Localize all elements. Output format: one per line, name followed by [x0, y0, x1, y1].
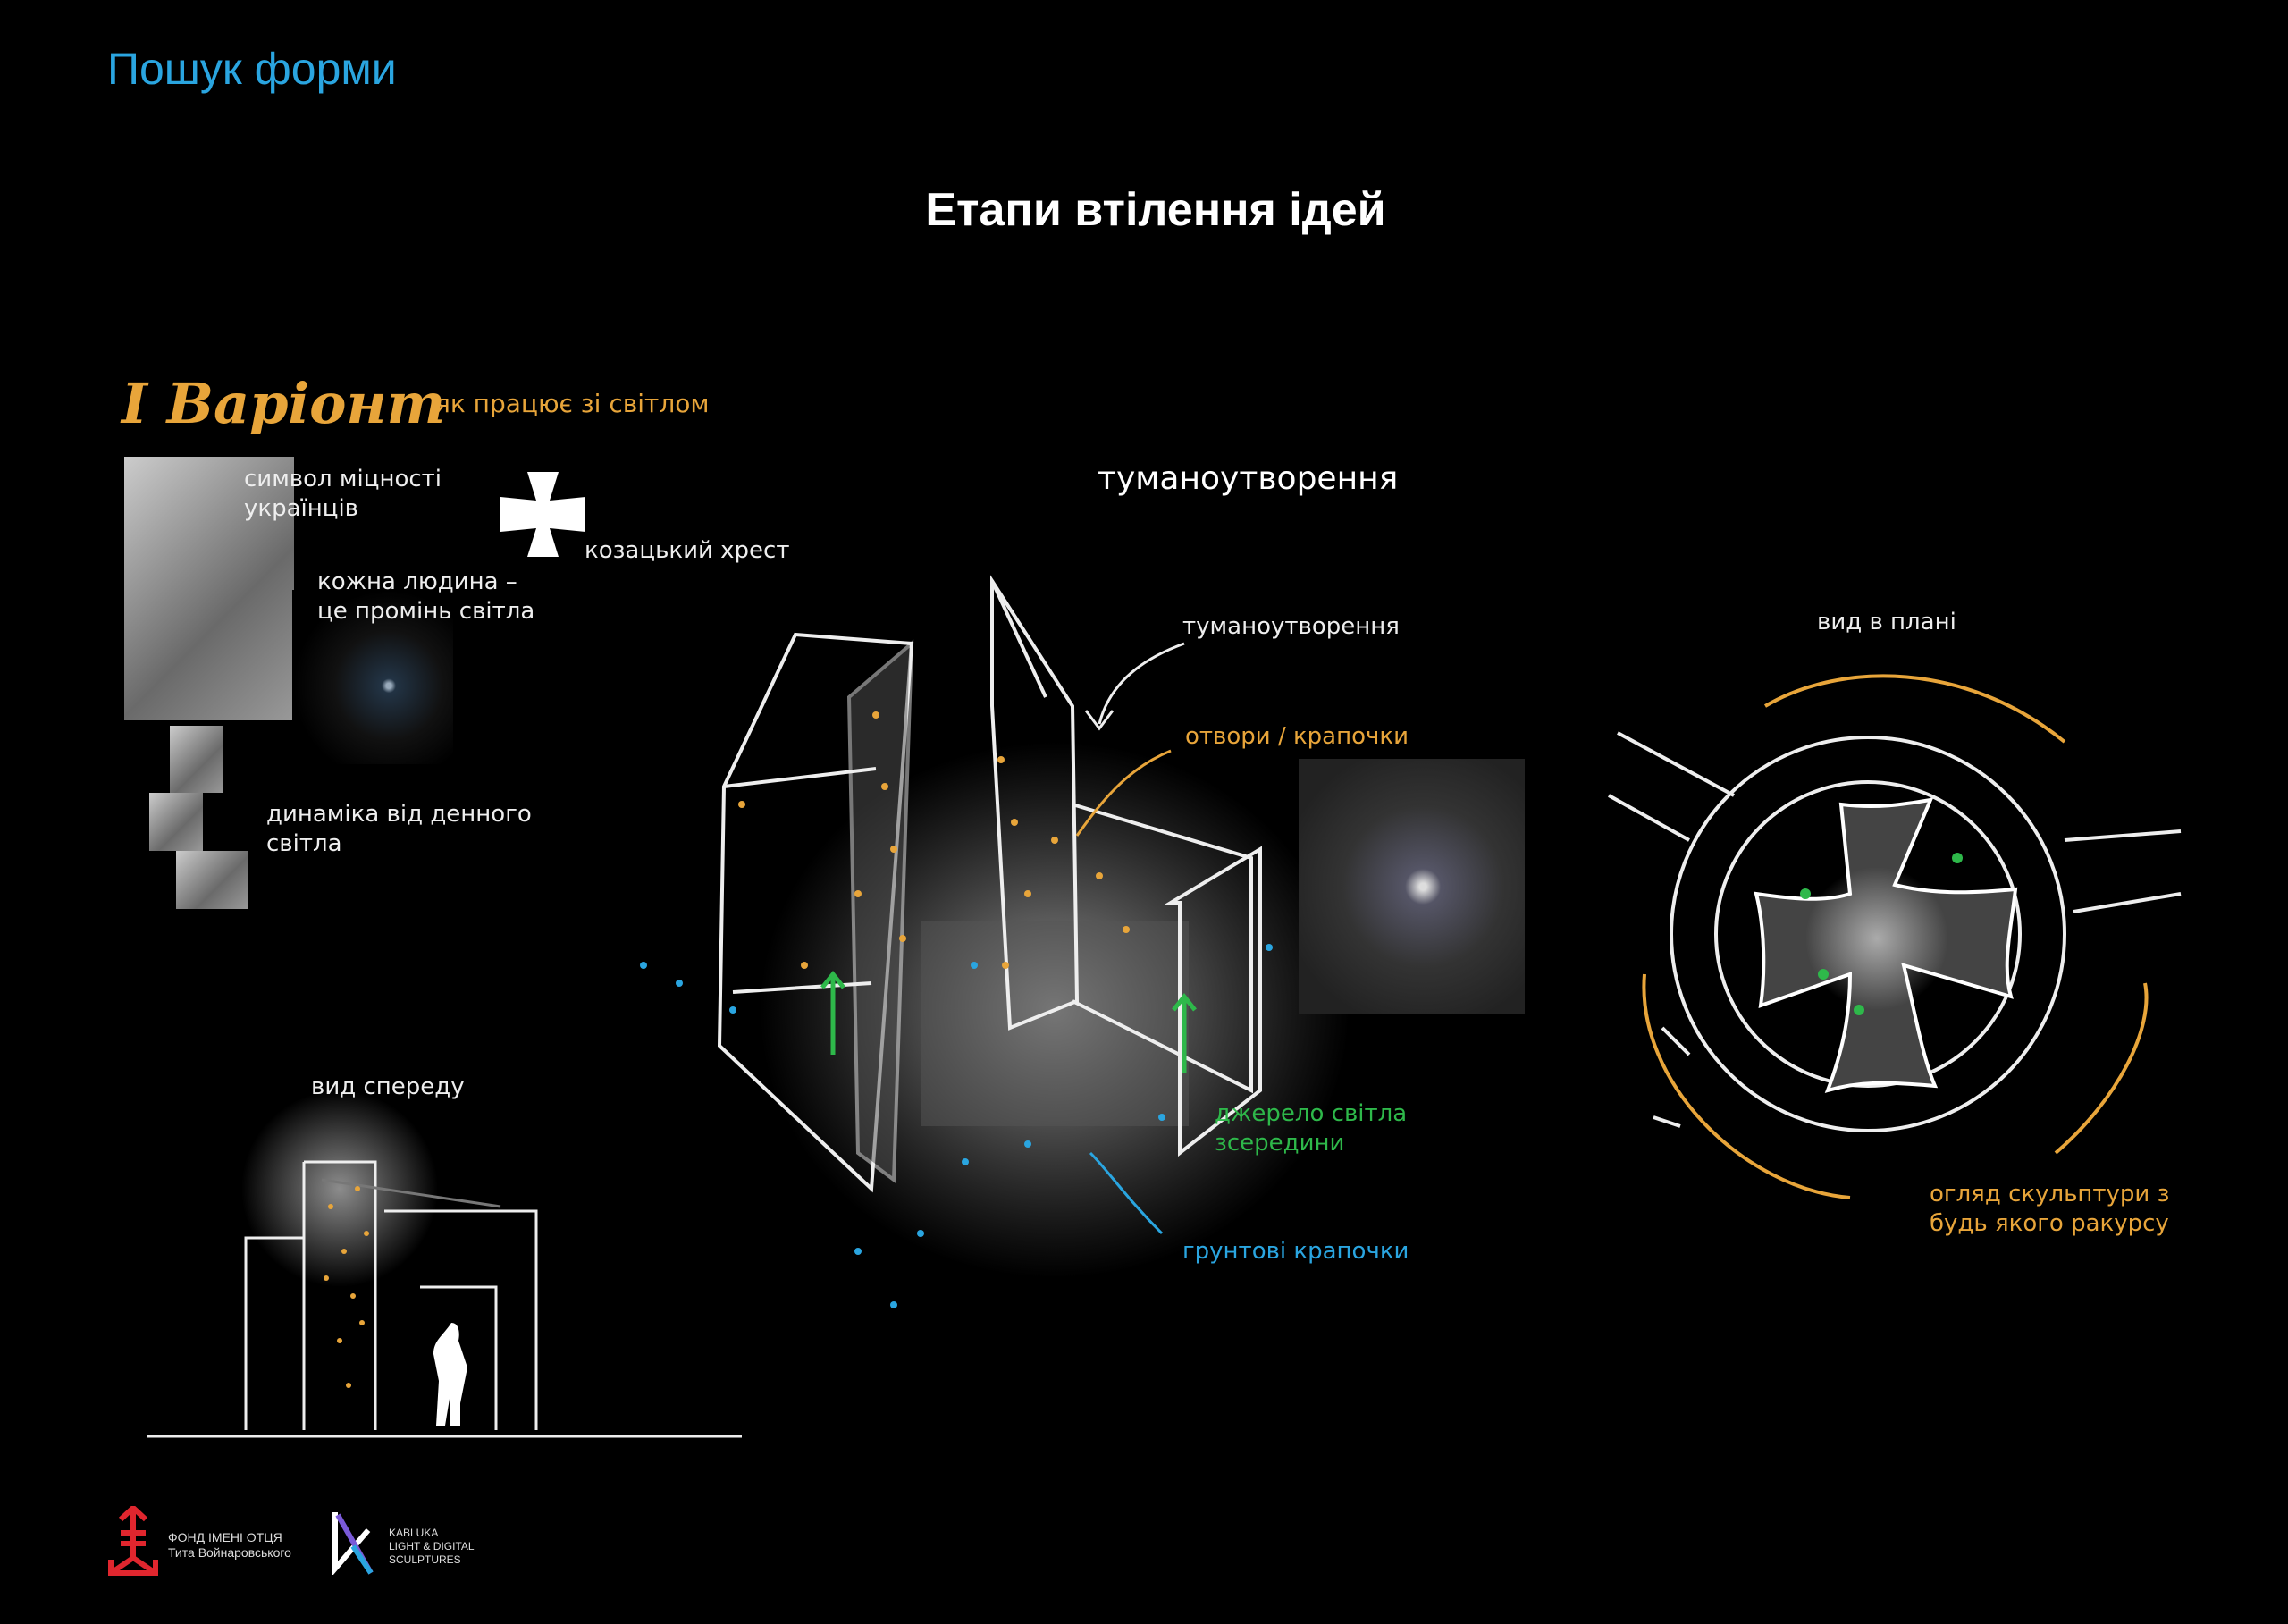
- person-silhouette-icon: [433, 1323, 467, 1426]
- variant-subtitle: як працює зі світлом: [435, 389, 710, 418]
- front-view-label: вид спереду: [311, 1073, 465, 1100]
- orange-dots: [738, 711, 1130, 969]
- ground-arrow-icon: [1089, 1151, 1164, 1235]
- light-dots-photo: [1299, 759, 1525, 1014]
- kabluka-line-2: LIGHT & DIGITAL: [389, 1540, 475, 1552]
- note-daylight: динаміка від денного світла: [266, 801, 532, 857]
- sculpture-photo: [124, 457, 294, 720]
- kabluka-line-3: SCULPTURES: [389, 1553, 461, 1566]
- green-arrows: [820, 970, 1197, 1073]
- section-title: Пошук форми: [107, 44, 397, 94]
- center-title: туманоутворення: [1098, 460, 1399, 497]
- foundation-name: ФОНД ІМЕНІ ОТЦЯ Тита Войнаровського: [168, 1530, 291, 1561]
- note-strength: символ міцності українців: [244, 466, 442, 522]
- plan-view-label: вид в плані: [1817, 609, 1956, 635]
- foundation-logo-icon: [107, 1503, 159, 1578]
- label-fog: туманоутворення: [1182, 613, 1400, 640]
- center-sketch: [717, 575, 1350, 1278]
- holes-arrow-icon: [1075, 749, 1172, 837]
- cube-photo: [149, 793, 203, 851]
- variant-heading: I Варіонт: [122, 371, 446, 436]
- cossack-cross-icon: [500, 472, 585, 557]
- note-ray-of-light: кожна людина – це промінь світла: [317, 568, 535, 625]
- kabluka-name: KABLUKA LIGHT & DIGITAL SCULPTURES: [389, 1527, 475, 1567]
- light-rays-photo: [292, 590, 453, 764]
- page-title: Етапи втілення ідей: [925, 184, 1386, 236]
- label-holes: отвори / крапочки: [1185, 723, 1409, 750]
- foundation-line-1: ФОНД ІМЕНІ ОТЦЯ: [168, 1530, 282, 1544]
- cube-photo: [176, 851, 248, 909]
- front-view-sketch: [147, 1090, 742, 1438]
- label-ground-dots: грунтові крапочки: [1182, 1238, 1409, 1265]
- note-cossack-cross: козацький хрест: [585, 537, 790, 564]
- kabluka-line-1: KABLUKA: [389, 1527, 439, 1539]
- label-light-source: джерело світла зсередини: [1215, 1100, 1408, 1157]
- fog-arrow-icon: [1084, 642, 1185, 731]
- plan-note: огляд скульптури з будь якого ракурсу: [1930, 1181, 2170, 1237]
- cube-photo: [170, 726, 223, 793]
- plan-view-sketch: [1608, 674, 2182, 1199]
- foundation-line-2: Тита Войнаровського: [168, 1545, 291, 1560]
- kabluka-logo-icon: [331, 1510, 375, 1577]
